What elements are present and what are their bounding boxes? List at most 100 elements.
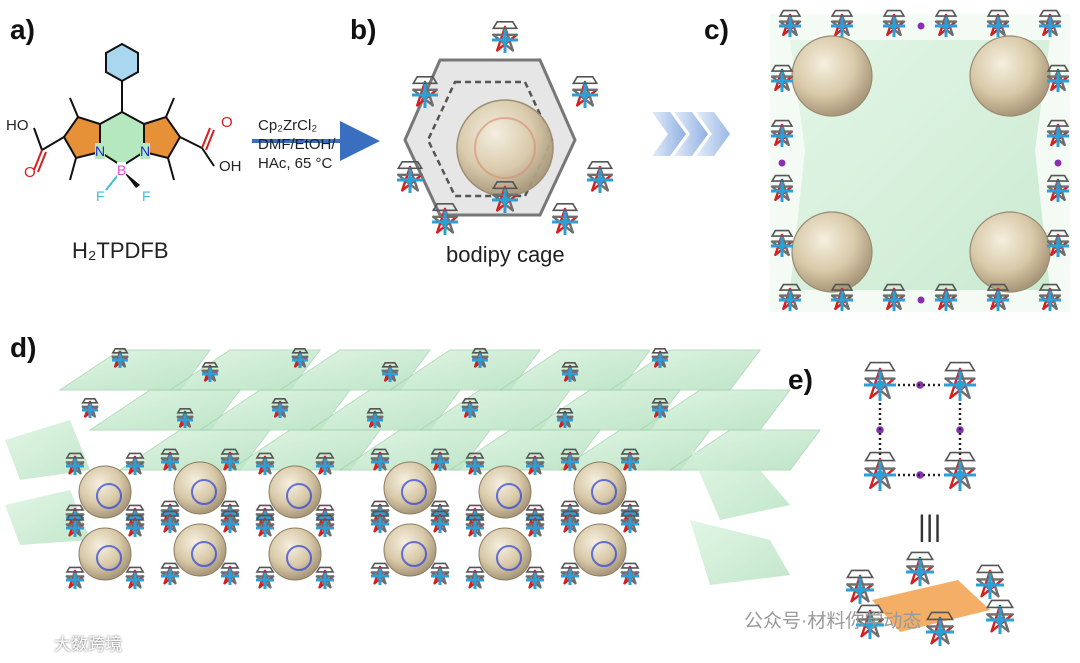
zr-cluster — [770, 119, 794, 147]
zr-cluster — [315, 566, 335, 589]
watermark-wechat: 公众号·材料你学动态 — [744, 611, 922, 632]
cage-sphere — [969, 35, 1051, 117]
atom-label-hydroxy: HO — [6, 117, 29, 134]
zr-cluster — [160, 448, 180, 471]
framework-cage-sphere — [383, 461, 437, 515]
zr-cluster — [651, 347, 669, 368]
zr-cluster — [160, 510, 180, 533]
zr-cluster — [255, 452, 275, 475]
zr-cluster — [411, 76, 439, 108]
condition-line: DMF/EtOH/ — [258, 136, 336, 153]
zr-cluster — [905, 551, 935, 586]
zr-cluster — [465, 566, 485, 589]
condition-line: HAc, 65 °C — [258, 155, 333, 172]
framework-cage-sphere — [268, 527, 322, 581]
zr-cluster — [430, 448, 450, 471]
zr-cluster — [220, 448, 240, 471]
zr-cluster — [770, 64, 794, 92]
zr-cluster — [461, 397, 479, 418]
zr-cluster — [830, 283, 854, 311]
zr-cluster — [491, 20, 519, 53]
atom-label-fluorine: F — [96, 188, 105, 204]
framework-cage-sphere — [78, 527, 132, 581]
zr-cluster — [1046, 119, 1070, 147]
cage-sphere — [791, 35, 873, 117]
panel-label-b: b) — [350, 14, 377, 45]
zr-cluster — [944, 361, 976, 401]
framework-cage-sphere — [478, 465, 532, 519]
zr-cluster — [525, 452, 545, 475]
zr-cluster — [430, 510, 450, 533]
compound-name: H₂TPDFB — [72, 238, 169, 263]
bodipy-core — [99, 110, 145, 168]
zr-cluster — [220, 510, 240, 533]
framework-cage-sphere — [173, 523, 227, 577]
zr-cluster — [778, 283, 802, 311]
zr-cluster — [551, 203, 579, 235]
zr-cluster — [315, 452, 335, 475]
zr-cluster — [651, 397, 669, 418]
panel-label-a: a) — [10, 14, 35, 45]
zr-cluster — [925, 611, 955, 646]
zr-cluster — [1038, 283, 1062, 311]
zr-cluster — [176, 407, 194, 428]
packing-square — [770, 14, 1070, 312]
zr-cluster — [125, 514, 145, 537]
zr-cluster — [291, 347, 309, 368]
zr-cluster — [934, 283, 958, 311]
zr-cluster — [381, 361, 399, 382]
reaction-conditions: Cp₂ZrCl₂ DMF/EtOH/ HAc, 65 °C — [258, 116, 336, 173]
zr-cluster — [430, 562, 450, 585]
zr-cluster — [975, 564, 1005, 599]
zr-cluster — [1046, 229, 1070, 257]
zr-cluster — [525, 566, 545, 589]
zr-cluster — [864, 451, 896, 491]
watermark-logo: 大数跨境 — [54, 635, 122, 654]
zr-cluster — [125, 566, 145, 589]
chevron-arrows — [652, 112, 730, 156]
zr-cluster — [366, 407, 384, 428]
pore-shape — [872, 580, 990, 632]
zr-cluster — [586, 161, 614, 193]
condition-line: Cp₂ZrCl₂ — [258, 117, 318, 134]
atom-label-oxygen: O — [221, 114, 233, 131]
zr-cluster — [770, 229, 794, 257]
zr-cluster — [882, 283, 906, 311]
zr-cluster — [934, 9, 958, 37]
zr-cluster — [770, 174, 794, 202]
zr-cluster — [986, 9, 1010, 37]
framework-cage-sphere — [573, 461, 627, 515]
zr-cluster — [315, 514, 335, 537]
zr-cluster — [81, 397, 99, 418]
cage-sphere — [791, 211, 873, 293]
atom-label-boron: B — [117, 162, 127, 178]
zr-cluster — [525, 514, 545, 537]
bodipy-cage-structure — [403, 58, 577, 217]
zr-cluster — [255, 514, 275, 537]
zr-cluster — [561, 361, 579, 382]
zr-cluster — [1046, 64, 1070, 92]
zr-cluster — [271, 397, 289, 418]
zr-cluster — [560, 510, 580, 533]
phenyl-ring — [105, 42, 139, 83]
zr-cluster — [620, 448, 640, 471]
zr-cluster — [620, 510, 640, 533]
zr-cluster — [396, 161, 424, 193]
zr-cluster — [125, 452, 145, 475]
zr-cluster — [255, 566, 275, 589]
zr-cluster — [65, 566, 85, 589]
zr-cluster — [370, 448, 390, 471]
zr-cluster — [1046, 174, 1070, 202]
panel-label-d: d) — [10, 332, 37, 363]
side-view-clusters — [845, 551, 1015, 646]
zr-cluster — [556, 407, 574, 428]
framework-cage-sphere — [268, 465, 322, 519]
panel-label-c: c) — [704, 14, 729, 45]
zr-cluster — [560, 448, 580, 471]
zr-cluster — [830, 9, 854, 37]
zr-cluster — [778, 9, 802, 37]
zr-cluster — [944, 451, 976, 491]
zr-cluster — [370, 510, 390, 533]
zr-cluster — [220, 562, 240, 585]
